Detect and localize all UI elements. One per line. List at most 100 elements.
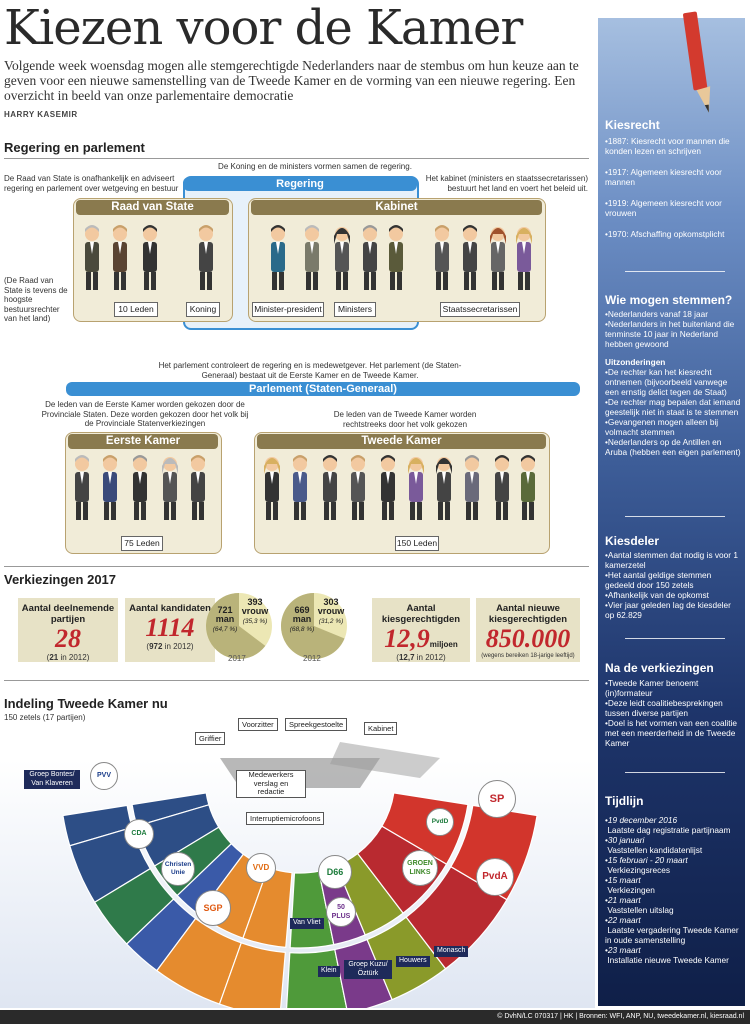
seat-block-vvd: [218, 942, 286, 1008]
pie2012-vrouw-value: 303: [323, 597, 339, 607]
person-figure: [305, 225, 319, 290]
footer: © DvhN/LC 070317 | HK | Bronnen: WFI, AN…: [0, 1010, 750, 1024]
kiesrecht-item: 1970: Afschaffing opkomstplicht: [607, 229, 725, 239]
pie2017-year: 2017: [228, 654, 246, 663]
sidebar-separator: [625, 271, 725, 272]
pie2012-man-value: 669: [294, 605, 310, 615]
person-figure: [293, 455, 307, 520]
person-figure: [381, 455, 395, 520]
stat-partijen-head: Aantal deelnemende partijen: [21, 603, 115, 625]
eerste-kamer-note: De leden van de Eerste Kamer worden geko…: [41, 400, 249, 428]
annot-interruptiemicrofoons: Interruptiemicrofoons: [246, 812, 325, 825]
person-figure: [495, 455, 509, 520]
tweede-kamer-head: Tweede Kamer: [257, 434, 546, 449]
sidebar-tijdlijn-list: •19 december 2016 Laatste dag registrati…: [605, 815, 739, 965]
sidebar-na-list: •Tweede Kamer benoemt (in)formateur •Dez…: [605, 678, 738, 748]
person-figure: [436, 457, 452, 520]
tijdlijn-date: 15 februari - 20 maart: [607, 855, 688, 865]
pie2017-man-pct: (64,7 %): [212, 626, 238, 633]
parlement-figures: [75, 455, 535, 520]
seat-block-pvda: [405, 865, 508, 970]
exception-item: Gevangenen mogen alleen bij volmacht ste…: [605, 417, 719, 437]
person-figure: [490, 227, 506, 290]
stat-kiesgerechtigden-prev: 12,7: [398, 653, 415, 662]
logo-cda: CDA: [124, 819, 154, 849]
section-verkiezingen-title: Verkiezingen 2017: [4, 572, 117, 587]
person-figure: [389, 225, 403, 290]
pencil-icon: [683, 11, 711, 113]
logo-pvdd: PvdD: [426, 808, 454, 836]
raad-side-note: (De Raad van State is tevens de hoogste …: [4, 276, 68, 323]
sidebar-kiesrecht-title: Kiesrecht: [605, 118, 660, 132]
party-label-kuzu: Groep Kuzu/ Öztürk: [344, 960, 392, 979]
kiesdeler-item: Vier jaar geleden lag de kiesdeler op 62…: [605, 600, 731, 620]
kabinet-head: Kabinet: [251, 200, 542, 215]
wie-subtitle: Uitzonderingen: [605, 357, 666, 367]
pie2017-vrouw-value: 393: [247, 597, 263, 607]
section-regering-title: Regering en parlement: [4, 140, 145, 155]
label-ministers: Ministers: [334, 302, 376, 317]
kabinet-note: Het kabinet (ministers en staatssecretar…: [425, 174, 588, 193]
logo-pvda: PvdA: [476, 858, 514, 896]
person-figure: [191, 455, 205, 520]
kiesrecht-item: 1919: Algemeen kiesrecht voor vrouwen: [605, 198, 722, 218]
person-figure: [334, 227, 350, 290]
pie2012-man: 669 man (68,8 %): [287, 606, 317, 634]
pie2017-man-value: 721: [217, 605, 233, 615]
exception-item: De rechter kan het kiesrecht ontnemen (b…: [605, 367, 728, 397]
pie2017-vrouw-label: vrouw: [241, 606, 269, 616]
raad-van-state-head: Raad van State: [76, 200, 229, 215]
pie2012-year: 2012: [303, 654, 321, 663]
sidebar-separator: [625, 516, 725, 517]
divider: [4, 566, 589, 567]
stat-kiesgerechtigden: Aantal kiesgerechtigden 12,9miljoen (12,…: [372, 598, 470, 662]
tijdlijn-text: Verkiezingen: [607, 885, 655, 895]
intro-text: Volgende week woensdag mogen alle stemge…: [4, 58, 579, 103]
logo-d66: D66: [318, 855, 352, 889]
parlement-note: Het parlement controleert de regering en…: [158, 361, 462, 380]
stat-nieuwe-head: Aantal nieuwe kiesgerechtigden: [488, 603, 568, 625]
na-item: Deze leidt coalitiebesprekingen tussen d…: [605, 698, 723, 718]
person-figure: [85, 225, 99, 290]
party-label-klein: Klein: [318, 966, 340, 977]
na-item: Doel is het vormen van een coalitie met …: [605, 718, 738, 748]
party-label-monasch: Monasch: [434, 946, 469, 957]
kiesdeler-item: Afhankelijk van de opkomst: [607, 590, 709, 600]
tijdlijn-text: Vaststellen uitslag: [607, 905, 674, 915]
person-figure: [463, 225, 477, 290]
regering-bar: Regering: [183, 177, 417, 191]
tijdlijn-date: 21 maart: [607, 895, 641, 905]
annot-spreekgestoelte: Spreekgestoelte: [285, 718, 348, 731]
person-figure: [323, 455, 337, 520]
sidebar-tijdlijn-title: Tijdlijn: [605, 794, 644, 808]
kabinet-bench: [330, 742, 440, 778]
sidebar-wie-title: Wie mogen stemmen?: [605, 293, 733, 307]
label-minister-president: Minister-president: [252, 302, 324, 317]
sidebar-kiesdeler-list: •Aantal stemmen dat nodig is voor 1 kame…: [605, 550, 738, 620]
person-figure: [465, 455, 479, 520]
logo-vvd: VVD: [246, 853, 276, 883]
sidebar-separator: [625, 638, 725, 639]
koning-note: De Koning en de ministers vormen samen d…: [218, 162, 412, 171]
page-title: Kiezen voor de Kamer: [4, 0, 523, 56]
seat-block-pvv: [136, 804, 220, 867]
label-10-leden: 10 Leden: [114, 302, 158, 317]
person-figure: [271, 225, 285, 290]
logo-sp: SP: [478, 780, 516, 818]
person-figure: [363, 225, 377, 290]
sidebar-kiesrecht-list: •1887: Kiesrecht voor mannen die konden …: [605, 136, 730, 239]
person-figure: [162, 457, 178, 520]
seat-block-cu: [125, 898, 197, 972]
seat-block-cda: [93, 867, 175, 945]
parlement-bar: Parlement (Staten-Generaal): [66, 382, 580, 396]
pie2017-man-label: man: [215, 614, 235, 624]
stat-partijen-prev: 21: [49, 653, 59, 662]
byline: HARRY KASEMIR: [4, 110, 78, 119]
party-label-van-vliet: Van Vliet: [290, 918, 324, 929]
logo-sgp: SGP: [195, 890, 231, 926]
person-figure: [199, 225, 213, 290]
person-figure: [408, 457, 424, 520]
label-75-leden: 75 Leden: [121, 536, 163, 551]
kiesdeler-item: Aantal stemmen dat nodig is voor 1 kamer…: [605, 550, 738, 570]
stat-nieuwe-sub: (wegens bereiken 18-jarige leeftijd): [481, 653, 575, 659]
